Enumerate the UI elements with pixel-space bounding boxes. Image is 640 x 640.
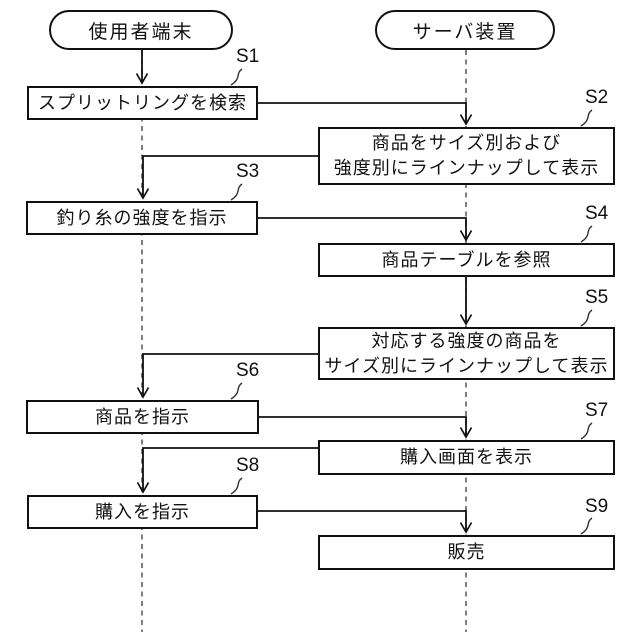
step-text-s5-line1: 対応する強度の商品を (371, 330, 562, 351)
label-leader-s1 (230, 68, 243, 86)
connector-s7-to-s8 (136, 447, 318, 494)
step-label-s2: S2 (585, 87, 609, 108)
step-box-s3: 釣り糸の強度を指示 (26, 201, 258, 235)
label-leader-s4 (580, 225, 593, 243)
step-box-s8: 購入を指示 (27, 495, 258, 529)
label-leader-s3 (230, 183, 243, 201)
step-text-s9: 販売 (447, 542, 486, 562)
step-text-s8: 購入を指示 (95, 501, 190, 522)
step-label-s7: S7 (585, 400, 609, 421)
step-box-s5: 対応する強度の商品を サイズ別にラインナップして表示 (318, 327, 615, 380)
step-box-s4: 商品テーブルを参照 (318, 243, 615, 277)
step-text-s2-line1: 商品をサイズ別および (371, 133, 562, 153)
step-text-s2-line2: 強度別にラインナップして表示 (333, 158, 600, 178)
step-box-s6: 商品を指示 (26, 400, 259, 434)
connector-s3-to-s4 (258, 217, 473, 242)
step-box-s1: スプリットリングを検索 (27, 86, 258, 120)
step-text-s4: 商品テーブルを参照 (381, 249, 552, 270)
step-box-s9: 販売 (318, 535, 615, 570)
connector-s1-to-s2 (258, 102, 473, 126)
step-label-s5: S5 (585, 287, 609, 308)
step-text-s5-line2: サイズ別にラインナップして表示 (324, 355, 609, 376)
step-label-s6: S6 (236, 360, 260, 381)
step-text-s3: 釣り糸の強度を指示 (56, 207, 228, 228)
label-leader-s7 (580, 422, 593, 440)
label-leader-s8 (230, 477, 243, 495)
label-leader-s9 (580, 517, 593, 535)
step-box-s2: 商品をサイズ別および 強度別にラインナップして表示 (318, 127, 615, 185)
connector-s6-to-s7 (259, 416, 473, 439)
connector-s5-to-s6 (136, 353, 318, 399)
step-text-s1: スプリットリングを検索 (38, 92, 247, 113)
label-leader-s2 (580, 109, 593, 127)
lane-server-title: サーバ装置 (412, 21, 518, 43)
step-text-s7: 購入画面を表示 (400, 447, 533, 467)
lane-server-device: サーバ装置 (375, 10, 555, 50)
step-label-s3: S3 (236, 161, 260, 182)
step-text-s6: 商品を指示 (95, 406, 190, 427)
connector-s8-to-s9 (258, 510, 473, 534)
lane-user-title: 使用者端末 (88, 21, 194, 43)
label-leader-s6 (230, 382, 243, 400)
label-leader-s5 (580, 309, 593, 327)
step-label-s9: S9 (585, 496, 609, 517)
step-label-s8: S8 (236, 455, 260, 476)
step-label-s1: S1 (236, 46, 260, 67)
step-box-s7: 購入画面を表示 (318, 440, 615, 475)
step-label-s4: S4 (585, 203, 609, 224)
connector-s2-to-s3 (136, 155, 318, 200)
lane-user-terminal: 使用者端末 (49, 10, 233, 50)
